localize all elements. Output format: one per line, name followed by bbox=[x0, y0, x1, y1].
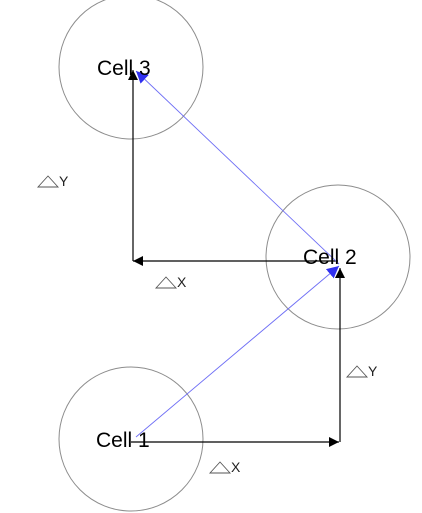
delta-x-bottom-letter: X bbox=[231, 459, 241, 475]
delta-x-bottom: X bbox=[208, 459, 241, 475]
delta-triangle-icon bbox=[36, 175, 60, 188]
delta-x-middle-letter: X bbox=[177, 274, 187, 290]
delta-y-left-letter: Y bbox=[59, 173, 69, 189]
vector-cell1-to-cell2 bbox=[135, 265, 340, 438]
delta-y-left: Y bbox=[36, 173, 69, 189]
cell-2-circle bbox=[265, 184, 411, 330]
delta-y-right: Y bbox=[345, 363, 378, 379]
cell-2-label: Cell 2 bbox=[303, 246, 357, 269]
cell-3-label: Cell 3 bbox=[97, 57, 151, 80]
delta-triangle-icon bbox=[345, 365, 369, 378]
vector-cell2-to-cell3 bbox=[135, 70, 340, 265]
delta-triangle-icon bbox=[154, 276, 178, 289]
delta-triangle-icon bbox=[208, 461, 232, 474]
delta-y-right-letter: Y bbox=[368, 363, 378, 379]
cell-1-circle bbox=[58, 366, 204, 512]
delta-x-middle: X bbox=[154, 274, 187, 290]
cell-3-circle bbox=[58, 0, 204, 140]
cell-1-label: Cell 1 bbox=[96, 429, 150, 452]
